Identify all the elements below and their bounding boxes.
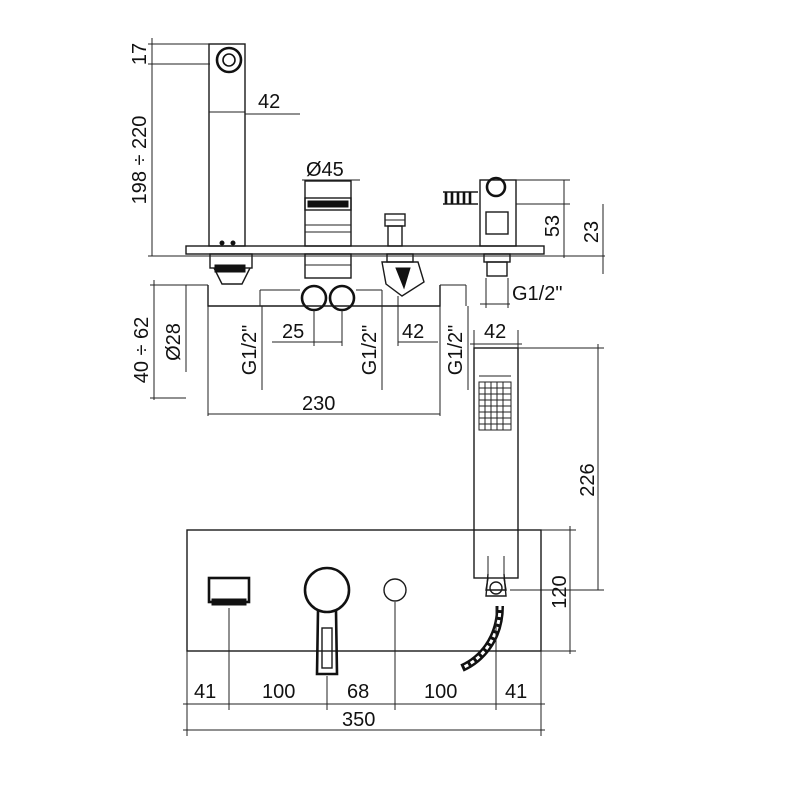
elevation-view: 17 198 ÷ 220 42 Ø45 53 23 G1/2" 40 ÷ 62 … [129, 38, 605, 416]
spout-outlet-icon [215, 46, 243, 74]
dim-thread-left: G1/2" [239, 325, 261, 375]
elevation-dimension-lines [148, 38, 605, 416]
dim-spacing-41-left: 41 [194, 681, 216, 703]
dim-handshower-length: 226 [577, 463, 599, 496]
dim-thread-middle: G1/2" [359, 325, 381, 375]
under-deck-body [185, 284, 467, 307]
spout [208, 43, 253, 285]
dim-total-length: 350 [342, 709, 375, 731]
dim-spacing-42: 42 [402, 321, 424, 343]
dim-diverter-diameter: Ø45 [306, 159, 344, 181]
dim-spacing-100-right: 100 [424, 681, 457, 703]
holder-knob-icon [485, 176, 507, 198]
dim-thread-right: G1/2" [445, 325, 467, 375]
dim-spacing-100-left: 100 [262, 681, 295, 703]
handshower-holder [443, 176, 517, 277]
dim-spout-top: 17 [129, 43, 151, 65]
dim-deck-range: 40 ÷ 62 [131, 317, 153, 384]
plan-view: 120 41 100 68 100 41 350 [183, 526, 576, 736]
dim-plate-depth: 120 [549, 575, 571, 608]
valve-knob-plan-icon [383, 578, 407, 602]
dim-handshower-width: 42 [484, 321, 506, 343]
dim-holder-height: 53 [542, 215, 564, 237]
dim-spacing-41-right: 41 [505, 681, 527, 703]
dim-spacing-25: 25 [282, 321, 304, 343]
dim-spacing-68: 68 [347, 681, 369, 703]
deck-plate [185, 245, 545, 255]
dim-holder-thread: G1/2" [512, 283, 562, 305]
dim-holder-base: 23 [581, 221, 603, 243]
dim-pipe-diameter: Ø28 [163, 323, 185, 361]
diverter [300, 180, 356, 312]
dim-spout-width: 42 [258, 91, 280, 113]
spout-plan [207, 576, 251, 604]
handshower: 42 226 [470, 321, 604, 591]
valve [381, 213, 425, 297]
dim-body-length: 230 [302, 393, 335, 415]
plan-deck-plate [186, 529, 542, 652]
lever-knob-icon [303, 566, 351, 614]
dim-spout-height-range: 198 ÷ 220 [129, 116, 151, 205]
